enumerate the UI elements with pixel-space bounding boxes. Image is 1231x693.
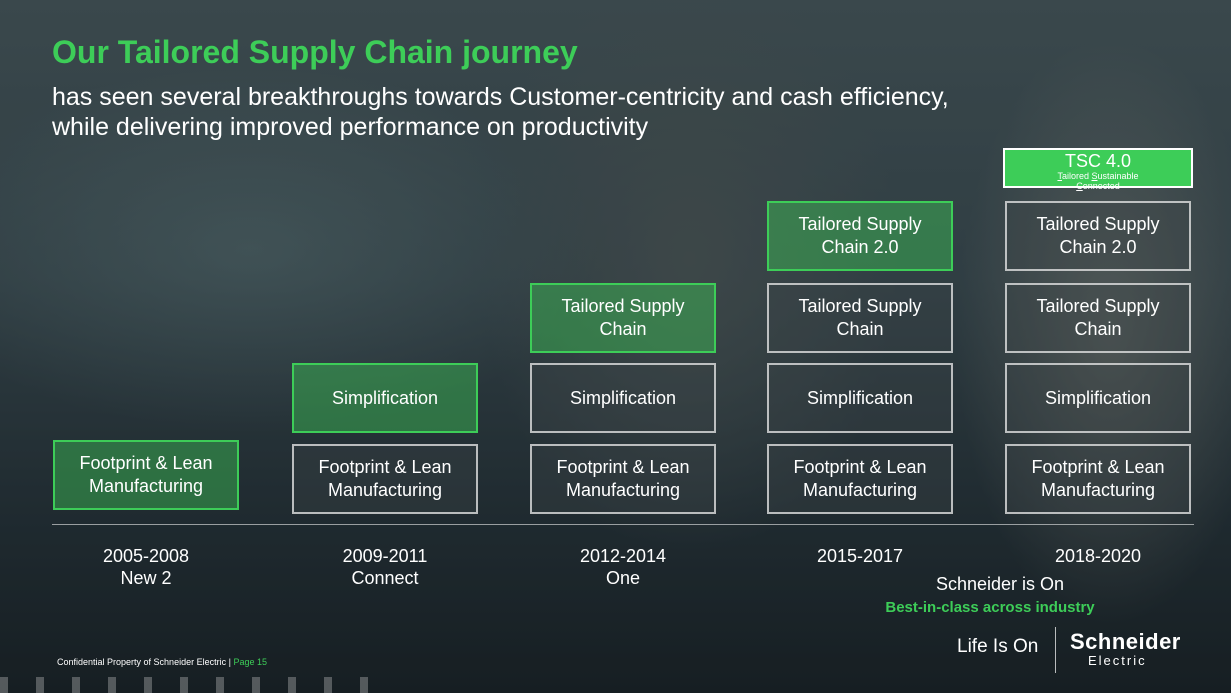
program-tagline: Schneider is On <box>935 574 1065 594</box>
col5-footprint-box: Footprint & Lean Manufacturing <box>1005 444 1191 514</box>
period-years: 2009-2011 <box>342 546 428 566</box>
period-col4: 2015-2017 <box>767 545 953 567</box>
period-program: One <box>605 568 641 588</box>
life-is-on-logo: Life Is On <box>957 636 1039 657</box>
logo-main-text: Schneider <box>1070 629 1181 654</box>
period-years: 2005-2008 <box>102 546 190 566</box>
footer-confidential: Confidential Property of Schneider Elect… <box>57 657 267 667</box>
tsc-sub-s-initial: S <box>1091 171 1098 181</box>
col3-simplification-box: Simplification <box>530 363 716 433</box>
period-program: New 2 <box>120 568 172 588</box>
col4-tsc2-box: Tailored Supply Chain 2.0 <box>767 201 953 271</box>
col2-footprint-box: Footprint & Lean Manufacturing <box>292 444 478 514</box>
col4-tsc-box: Tailored Supply Chain <box>767 283 953 353</box>
tsc-4-subtitle: Tailored Sustainable Connected <box>1005 171 1191 191</box>
slide-subtitle: has seen several breakthroughs towards C… <box>52 83 949 141</box>
footer-page: Page 15 <box>233 657 267 667</box>
col5-simplification-box: Simplification <box>1005 363 1191 433</box>
col5-tsc2-box: Tailored Supply Chain 2.0 <box>1005 201 1191 271</box>
footer-text: Confidential Property of Schneider Elect… <box>57 657 234 667</box>
tsc-4-title: TSC 4.0 <box>1064 151 1132 171</box>
schneider-electric-logo: Schneider Electric <box>1070 630 1181 668</box>
period-col3: 2012-2014 One <box>530 545 716 589</box>
period-col2: 2009-2011 Connect <box>292 545 478 589</box>
period-years: 2012-2014 <box>579 546 667 566</box>
period-col1: 2005-2008 New 2 <box>53 545 239 589</box>
col3-footprint-box: Footprint & Lean Manufacturing <box>530 444 716 514</box>
col4-footprint-box: Footprint & Lean Manufacturing <box>767 444 953 514</box>
tsc-sub-c-initial: C <box>1076 181 1083 191</box>
period-col5: 2018-2020 <box>1005 545 1191 567</box>
floor-markings <box>0 677 380 693</box>
col3-tsc-box: Tailored Supply Chain <box>530 283 716 353</box>
timeline-divider <box>52 524 1194 525</box>
col1-footprint-box: Footprint & Lean Manufacturing <box>53 440 239 510</box>
period-years: 2018-2020 <box>1054 546 1142 566</box>
slide-title: Our Tailored Supply Chain journey <box>52 34 578 70</box>
tsc-sub-c-rest: onnected <box>1082 181 1120 191</box>
logo-sub-text: Electric <box>1088 653 1147 668</box>
tsc-sub-t-rest: ailored <box>1061 171 1092 181</box>
col5-tsc-box: Tailored Supply Chain <box>1005 283 1191 353</box>
tsc-sub-t-initial: T <box>1057 171 1062 181</box>
col4-simplification-box: Simplification <box>767 363 953 433</box>
tsc-4-box: TSC 4.0 Tailored Sustainable Connected <box>1003 148 1193 191</box>
col2-simplification-box: Simplification <box>292 363 478 433</box>
period-years: 2015-2017 <box>816 546 904 566</box>
logo-separator <box>1055 627 1056 673</box>
period-program: Connect <box>351 568 419 588</box>
best-in-class-label: Best-in-class across industry <box>885 599 1095 616</box>
tsc-sub-s-rest: ustainable <box>1097 171 1139 181</box>
